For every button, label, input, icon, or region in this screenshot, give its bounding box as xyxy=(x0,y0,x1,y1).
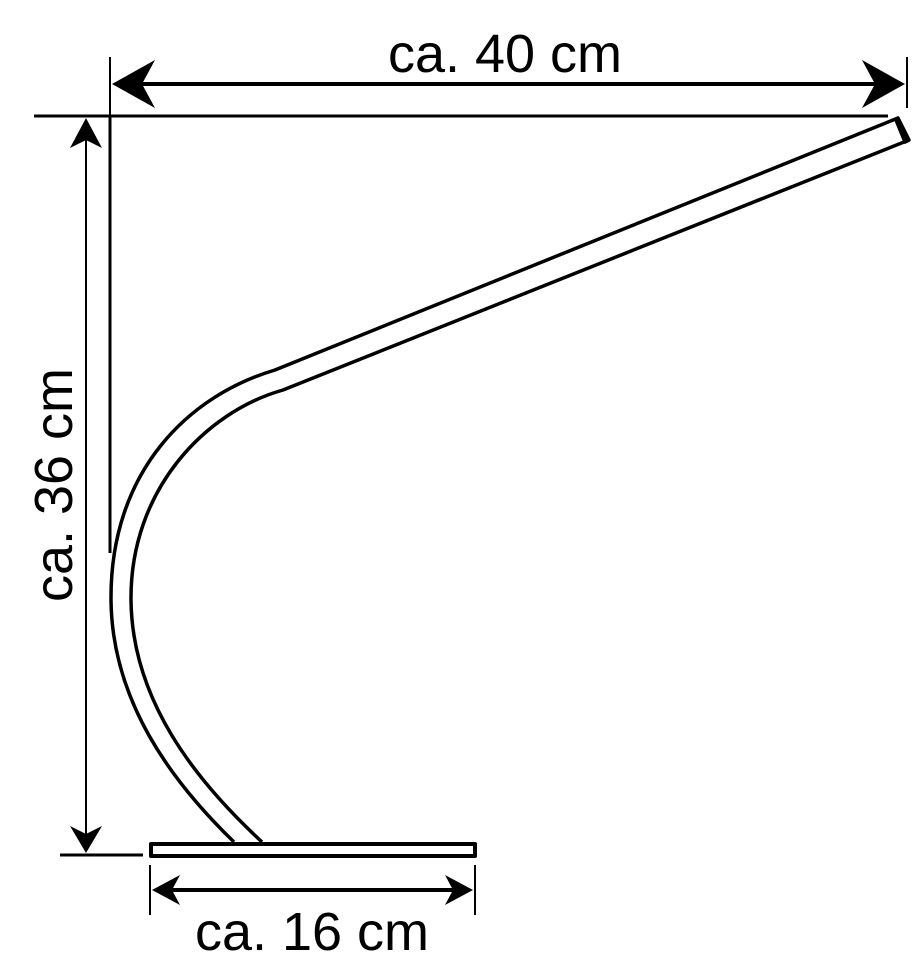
arrow-left-icon xyxy=(112,60,155,108)
lamp-arm-inner xyxy=(129,138,910,844)
lamp-base xyxy=(149,842,477,858)
height-label: ca. 36 cm xyxy=(24,368,84,602)
width-dimension: ca. 40 cm xyxy=(109,24,908,115)
arrow-right-icon xyxy=(862,60,905,108)
lamp-body xyxy=(109,116,911,858)
arrow-up-icon xyxy=(70,118,102,148)
height-dimension: ca. 36 cm xyxy=(24,116,143,857)
width-label: ca. 40 cm xyxy=(388,24,622,84)
base-label: ca. 16 cm xyxy=(195,902,429,962)
arrow-left-icon xyxy=(152,875,180,905)
arrow-down-icon xyxy=(70,826,102,853)
lamp-arm-outer xyxy=(109,116,899,844)
arrow-right-icon xyxy=(445,875,473,905)
lamp-head-end xyxy=(894,116,911,144)
base-dimension: ca. 16 cm xyxy=(149,865,476,962)
